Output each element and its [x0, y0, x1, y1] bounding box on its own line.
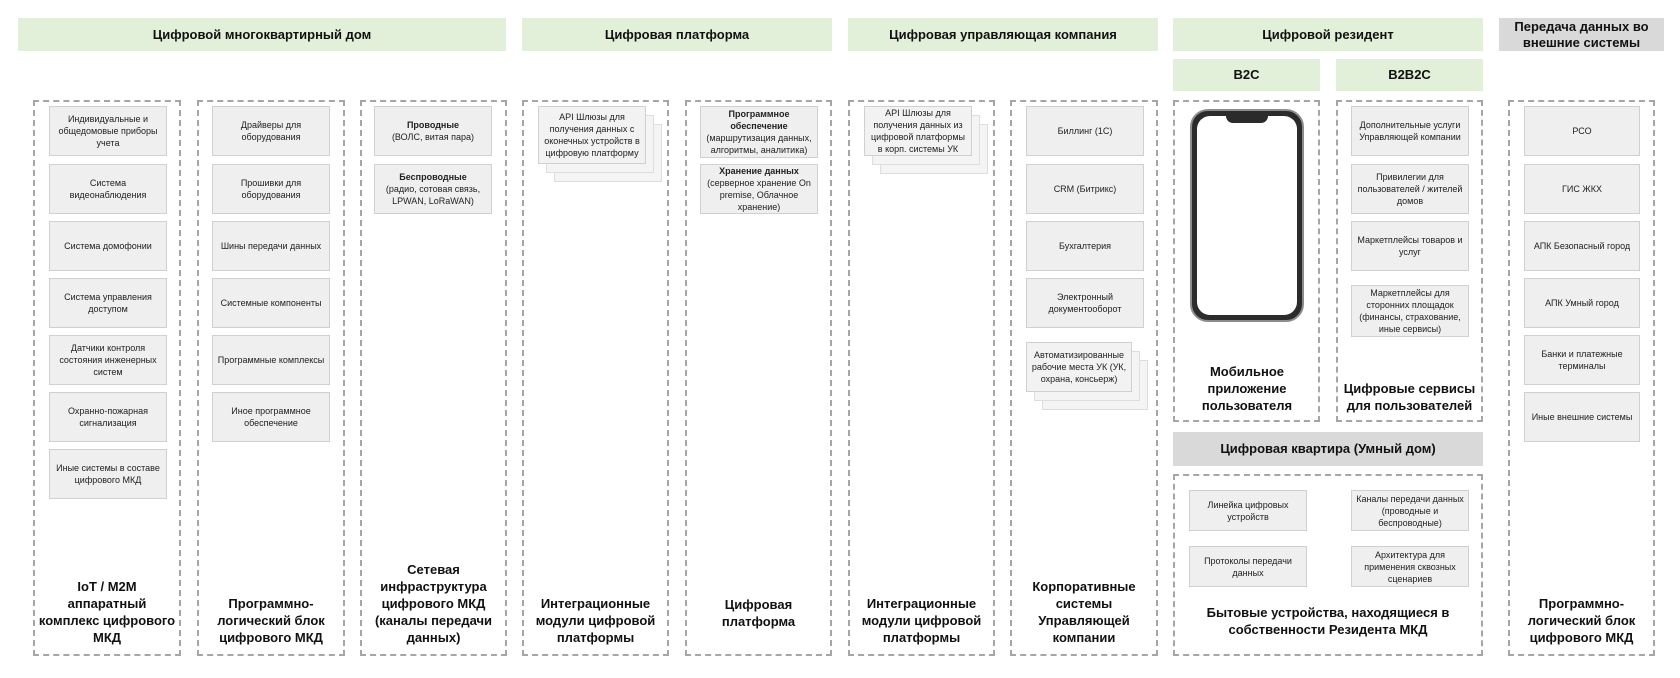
- network-wired: Проводные (ВОЛС, витая пара): [374, 106, 492, 156]
- iot-item: Система видеонаблюдения: [49, 164, 167, 214]
- platform-software-text: (маршрутизация данных, алгоритмы, аналит…: [704, 132, 814, 156]
- smart-home-item: Протоколы передачи данных: [1189, 546, 1307, 587]
- header-digital-building: Цифровой многоквартирный дом: [18, 18, 506, 51]
- b2b2c-item: Маркетплейсы товаров и услуг: [1351, 221, 1469, 271]
- software-footer: Программно-логический блок цифрового МКД: [201, 560, 341, 646]
- corporate-footer: Корпоративные системы Управляющей компан…: [1014, 560, 1154, 646]
- network-wireless: Беспроводные (радио, сотовая связь, LPWA…: [374, 164, 492, 214]
- external-item: ГИС ЖКХ: [1524, 164, 1640, 214]
- b2b2c-footer: Цифровые сервисы для пользователей: [1339, 370, 1480, 414]
- integration-2-footer: Интеграционные модули цифровой платформы: [852, 560, 991, 646]
- api-gateway-outbound: API Шлюзы для получения данных из цифров…: [864, 106, 972, 156]
- software-item: Прошивки для оборудования: [212, 164, 330, 214]
- iot-item: Датчики контроля состояния инженерных си…: [49, 335, 167, 385]
- header-b2b2c: B2B2C: [1336, 59, 1483, 91]
- platform-storage-title: Хранение данных: [719, 165, 799, 177]
- external-item: АПК Умный город: [1524, 278, 1640, 328]
- header-external-systems: Передача данных во внешние системы: [1499, 18, 1664, 51]
- platform-storage-text: (серверное хранение On premise, Облачное…: [704, 177, 814, 213]
- smart-home-item: Линейка цифровых устройств: [1189, 490, 1307, 531]
- external-item: Иные внешние системы: [1524, 392, 1640, 442]
- software-item: Иное программное обеспечение: [212, 392, 330, 442]
- smart-home-item: Каналы передачи данных (проводные и бесп…: [1351, 490, 1469, 531]
- iot-item: Система управления доступом: [49, 278, 167, 328]
- header-digital-resident: Цифровой резидент: [1173, 18, 1483, 51]
- smartphone-image: [1190, 109, 1304, 322]
- iot-item: Система домофонии: [49, 221, 167, 271]
- iot-footer: IoT / M2M аппаратный комплекс цифрового …: [37, 560, 177, 646]
- external-item: АПК Безопасный город: [1524, 221, 1640, 271]
- software-item: Системные компоненты: [212, 278, 330, 328]
- software-item: Программные комплексы: [212, 335, 330, 385]
- software-item: Шины передачи данных: [212, 221, 330, 271]
- corporate-item: Бухгалтерия: [1026, 221, 1144, 271]
- b2b2c-item: Маркетплейсы для сторонних площадок (фин…: [1351, 285, 1469, 337]
- b2c-footer: Мобильное приложение пользователя: [1182, 360, 1312, 414]
- external-item: Банки и платежные терминалы: [1524, 335, 1640, 385]
- corporate-item: CRM (Битрикс): [1026, 164, 1144, 214]
- corporate-item: Электронный документооборот: [1026, 278, 1144, 328]
- corporate-item: Биллинг (1С): [1026, 106, 1144, 156]
- external-item: РСО: [1524, 106, 1640, 156]
- integration-1-footer: Интеграционные модули цифровой платформы: [526, 560, 665, 646]
- iot-item: Иные системы в составе цифрового МКД: [49, 449, 167, 499]
- platform-software: Программное обеспечение (маршрутизация д…: [700, 106, 818, 158]
- header-smart-home: Цифровая квартира (Умный дом): [1173, 432, 1483, 466]
- software-item: Драйверы для оборудования: [212, 106, 330, 156]
- platform-software-title: Программное обеспечение: [704, 108, 814, 132]
- b2b2c-item: Привилегии для пользователей / жителей д…: [1351, 164, 1469, 214]
- network-wireless-text: (радио, сотовая связь, LPWAN, LoRaWAN): [378, 183, 488, 207]
- network-wireless-title: Беспроводные: [399, 171, 466, 183]
- platform-storage: Хранение данных (серверное хранение On p…: [700, 164, 818, 214]
- b2b2c-item: Дополнительные услуги Управляющей компан…: [1351, 106, 1469, 156]
- platform-footer: Цифровая платформа: [689, 560, 828, 630]
- header-digital-management: Цифровая управляющая компания: [848, 18, 1158, 51]
- header-digital-platform: Цифровая платформа: [522, 18, 832, 51]
- corporate-item: Автоматизированные рабочие места УК (УК,…: [1026, 342, 1132, 392]
- network-wired-title: Проводные: [407, 119, 459, 131]
- api-gateway-inbound: API Шлюзы для получения данных с оконечн…: [538, 106, 646, 164]
- external-footer: Программно-логический блок цифрового МКД: [1512, 560, 1651, 646]
- iot-item: Индивидуальные и общедомовые приборы уче…: [49, 106, 167, 156]
- smart-home-item: Архитектура для применения сквозных сцен…: [1351, 546, 1469, 587]
- network-footer: Сетевая инфраструктура цифрового МКД (ка…: [364, 550, 503, 646]
- smart-home-footer: Бытовые устройства, находящиеся в собств…: [1190, 600, 1466, 638]
- network-wired-text: (ВОЛС, витая пара): [392, 131, 474, 143]
- header-b2c: B2C: [1173, 59, 1320, 91]
- iot-item: Охранно-пожарная сигнализация: [49, 392, 167, 442]
